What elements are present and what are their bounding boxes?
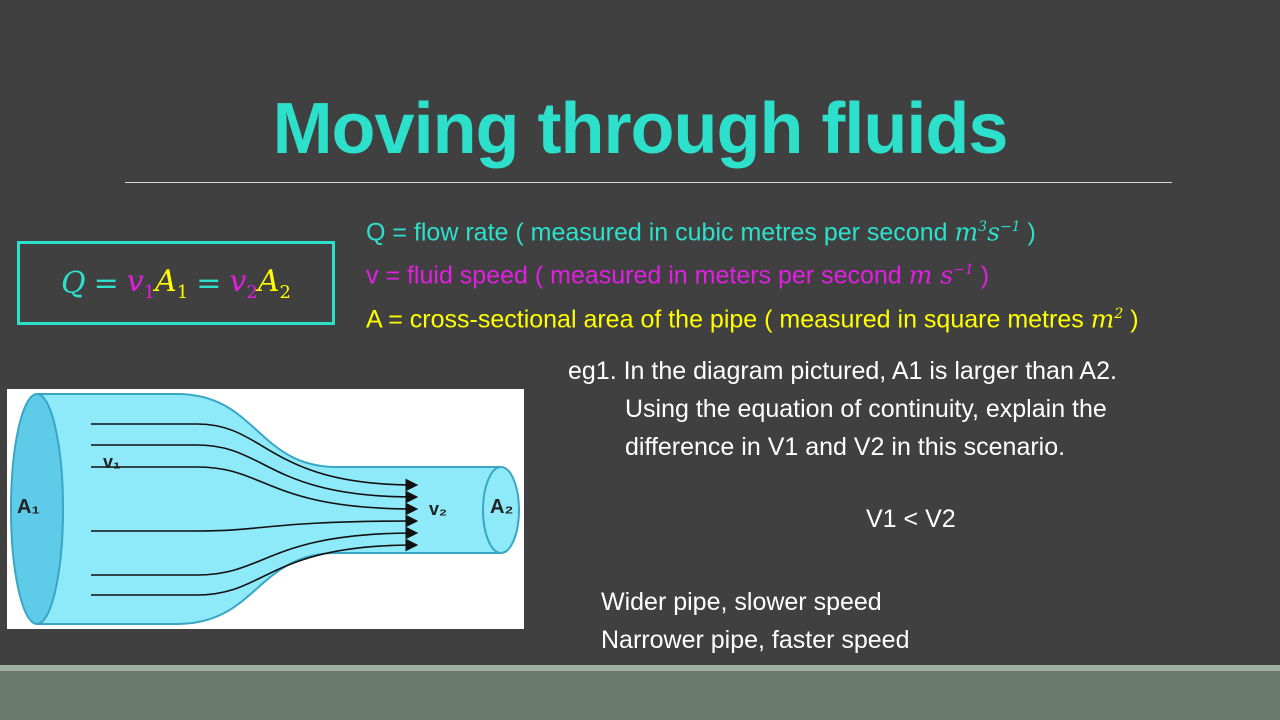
streamlines: [91, 423, 419, 596]
question-line-2: Using the equation of continuity, explai…: [625, 395, 1107, 423]
slide-title: Moving through fluids: [272, 89, 1009, 169]
definition-area: A = cross-sectional area of the pipe ( m…: [366, 303, 1139, 333]
pipe-diagram-svg: A₁ v₁ v₂ A₂: [10, 393, 520, 625]
pipe-inlet-opening: [10, 393, 64, 625]
eq-a2: A2: [257, 263, 291, 303]
answer-text: V1 < V2: [866, 505, 956, 533]
title-divider: [125, 182, 1172, 183]
definition-flow-rate: Q = flow rate ( measured in cubic metres…: [366, 217, 1036, 247]
label-a1: A₁: [17, 496, 40, 518]
label-v2: v₂: [429, 499, 447, 519]
pipe-outlet-opening: [482, 466, 520, 554]
footer-bar: [0, 671, 1280, 720]
explanation-line-1: Wider pipe, slower speed: [601, 588, 882, 616]
eq-v1: v1: [126, 263, 156, 303]
question-line-3: difference in V1 and V2 in this scenario…: [625, 433, 1066, 461]
eq-equals-2: =: [196, 265, 222, 301]
eq-equals-1: =: [93, 265, 119, 301]
eq-a1: A1: [155, 263, 189, 303]
example-question: eg1. In the diagram pictured, A1 is larg…: [568, 352, 1117, 466]
eq-v2: v2: [229, 263, 258, 303]
definition-fluid-speed: v = fluid speed ( measured in meters per…: [366, 260, 990, 290]
pipe-diagram: A₁ v₁ v₂ A₂: [7, 389, 524, 629]
label-a2: A₂: [490, 496, 513, 518]
footer-accent-line: [0, 665, 1280, 671]
label-v1: v₁: [103, 452, 120, 472]
explanation: Wider pipe, slower speed Narrower pipe, …: [601, 583, 909, 659]
variable-definitions: Q = flow rate ( measured in cubic metres…: [366, 208, 1139, 338]
eq-q: Q: [61, 265, 86, 301]
explanation-line-2: Narrower pipe, faster speed: [601, 626, 910, 654]
question-line-1: eg1. In the diagram pictured, A1 is larg…: [568, 357, 1117, 385]
